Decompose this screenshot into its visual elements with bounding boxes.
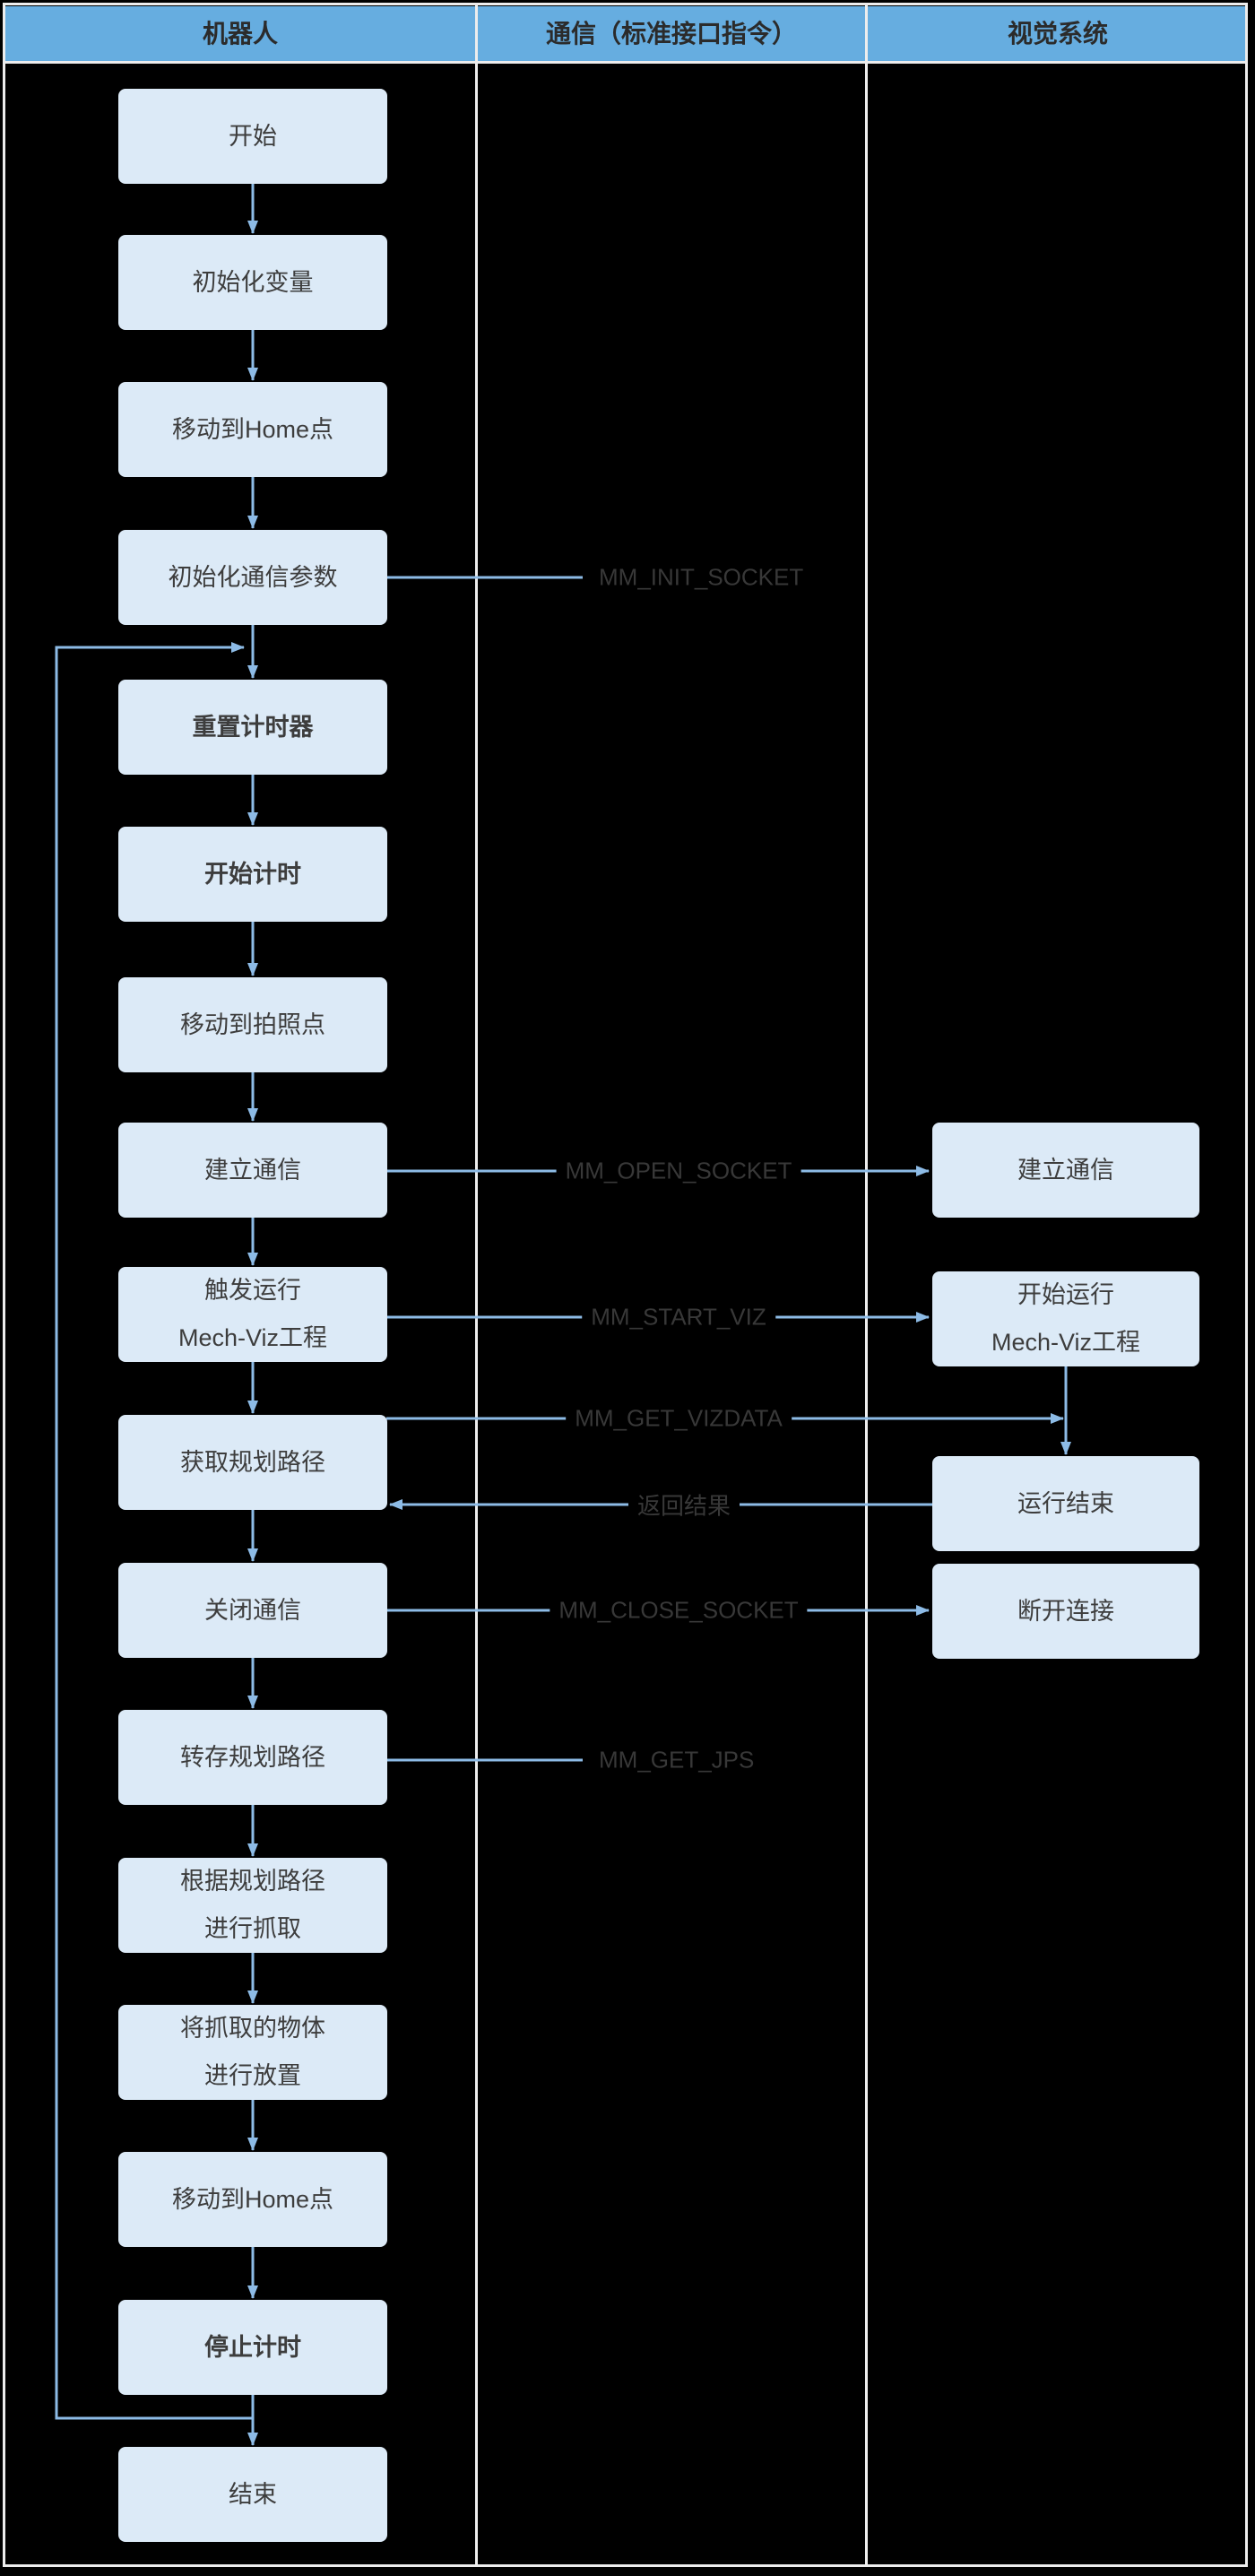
flow-node-vision-3: 运行结束 xyxy=(932,1456,1199,1551)
flow-node-robot-4: 初始化通信参数 xyxy=(118,530,387,625)
flow-node-robot-1: 开始 xyxy=(118,89,387,184)
message-label-4: MM_GET_VIZDATA xyxy=(566,1404,792,1433)
flow-node-robot-5: 重置计时器 xyxy=(118,680,387,775)
loop-back-arrow xyxy=(55,642,253,2420)
swimlane-header-underline xyxy=(5,61,1248,64)
flow-node-robot-8: 建立通信 xyxy=(118,1123,387,1218)
swimlane-header-strip xyxy=(5,6,1248,61)
flow-node-vision-2: 开始运行 Mech-Viz工程 xyxy=(932,1271,1199,1366)
flow-node-robot-17: 结束 xyxy=(118,2447,387,2542)
message-label-6: MM_CLOSE_SOCKET xyxy=(550,1596,808,1625)
swimlane-divider-2 xyxy=(865,5,868,2567)
flow-node-vision-4: 断开连接 xyxy=(932,1564,1199,1659)
swimlane-divider-1 xyxy=(475,5,478,2567)
flow-node-robot-7: 移动到拍照点 xyxy=(118,977,387,1072)
flow-node-robot-9: 触发运行 Mech-Viz工程 xyxy=(118,1267,387,1362)
flow-node-robot-12: 转存规划路径 xyxy=(118,1710,387,1805)
flow-node-robot-2: 初始化变量 xyxy=(118,235,387,330)
swimlane-header-robot: 机器人 xyxy=(202,20,278,48)
flow-node-robot-3: 移动到Home点 xyxy=(118,382,387,477)
swimlane-header-vision: 视觉系统 xyxy=(1007,20,1108,48)
flow-node-vision-1: 建立通信 xyxy=(932,1123,1199,1218)
message-label-7: MM_GET_JPS xyxy=(590,1746,764,1774)
flow-node-robot-16: 停止计时 xyxy=(118,2300,387,2395)
message-label-3: MM_START_VIZ xyxy=(582,1303,775,1331)
flow-node-robot-13: 根据规划路径 进行抓取 xyxy=(118,1858,387,1953)
flow-node-robot-11: 关闭通信 xyxy=(118,1563,387,1658)
flow-node-robot-6: 开始计时 xyxy=(118,827,387,922)
flow-node-robot-10: 获取规划路径 xyxy=(118,1415,387,1510)
message-label-5: 返回结果 xyxy=(628,1487,740,1522)
message-label-1: MM_INIT_SOCKET xyxy=(590,563,813,592)
message-label-2: MM_OPEN_SOCKET xyxy=(556,1157,801,1185)
flow-node-robot-14: 将抓取的物体 进行放置 xyxy=(118,2005,387,2100)
swimlane-header-communication: 通信（标准接口指令） xyxy=(545,20,797,48)
flow-node-robot-15: 移动到Home点 xyxy=(118,2152,387,2247)
